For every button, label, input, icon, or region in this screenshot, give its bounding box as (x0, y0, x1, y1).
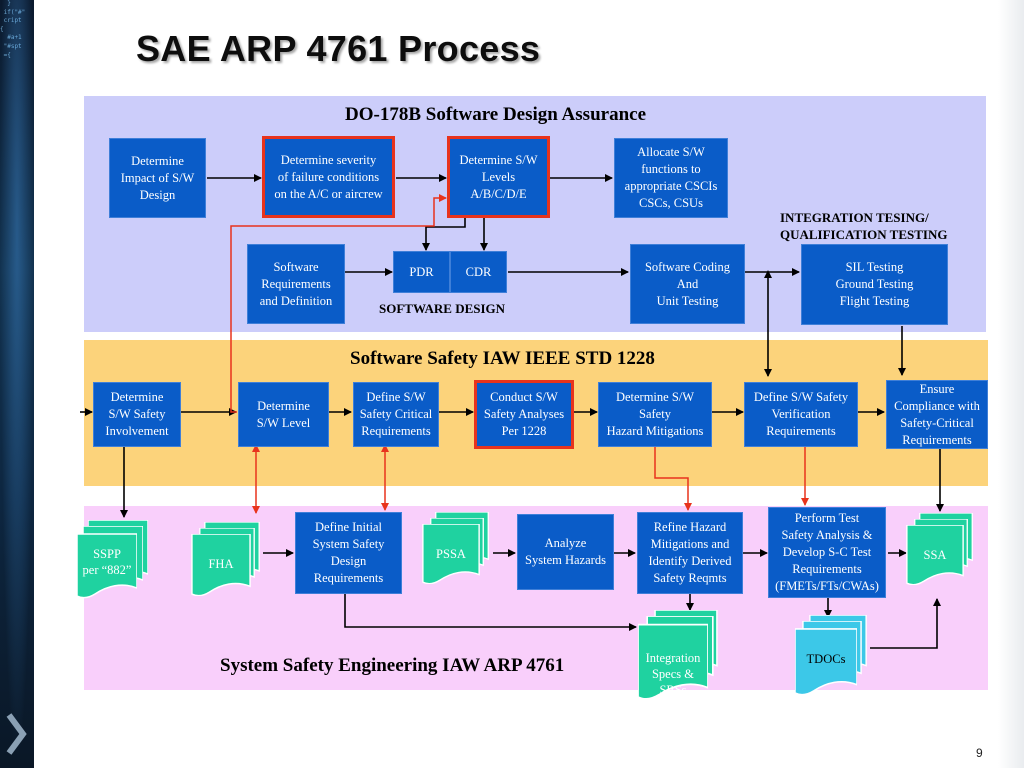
cdr-box: CDR (450, 251, 507, 293)
integration-specs-label: Integration Specs & SRSs (645, 651, 701, 697)
ieee-title: Software Safety IAW IEEE STD 1228 (350, 348, 655, 369)
slide-edge (998, 0, 1024, 768)
do178-title: DO-178B Software Design Assurance (345, 104, 647, 125)
software-requirements-box: Software Requirements and Definition (247, 244, 345, 324)
sspp-label: SSPP per “882” (82, 547, 132, 577)
analyze-system-hazards-box: Analyze System Hazards (517, 514, 614, 590)
define-initial-safety-box: Define Initial System Safety Design Requ… (295, 512, 402, 594)
chevron-right-icon (6, 713, 27, 755)
define-sw-safety-critical-box: Define S/W Safety Critical Requirements (353, 382, 439, 447)
sil-testing-box: SIL Testing Ground Testing Flight Testin… (801, 244, 948, 325)
determine-severity-box: Determine severity of failure conditions… (262, 136, 395, 218)
page-title: SAE ARP 4761 Process (136, 28, 541, 69)
arp-title: System Safety Engineering IAW ARP 4761 (220, 655, 565, 676)
determine-sw-level-box: Determine S/W Level (238, 382, 329, 447)
determine-sw-levels-box: Determine S/W Levels A/B/C/D/E (447, 136, 550, 218)
software-coding-box: Software Coding And Unit Testing (630, 244, 745, 324)
determine-sw-safety-involvement-box: Determine S/W Safety Involvement (93, 382, 181, 447)
ensure-compliance-box: Ensure Compliance with Safety-Critical R… (886, 380, 988, 449)
refine-hazard-mitigations-box: Refine Hazard Mitigations and Identify D… (637, 512, 743, 594)
fha-label: FHA (208, 557, 234, 571)
perform-test-safety-analysis-box: Perform Test Safety Analysis & Develop S… (768, 507, 886, 598)
ssa-label: SSA (923, 548, 947, 562)
allocate-sw-functions-box: Allocate S/W functions to appropriate CS… (614, 138, 728, 218)
integration-testing-label: INTEGRATION TESING/ QUALIFICATION TESTIN… (780, 210, 948, 242)
conduct-sw-safety-analyses-box: Conduct S/W Safety Analyses Per 1228 (474, 380, 574, 449)
software-design-label: SOFTWARE DESIGN (379, 301, 506, 316)
determine-hazard-mitigations-box: Determine S/W Safety Hazard Mitigations (598, 382, 712, 447)
tdocs-label: TDOCs (806, 652, 846, 666)
pdr-box: PDR (393, 251, 450, 293)
determine-impact-box: Determine Impact of S/W Design (109, 138, 206, 218)
pssa-label: PSSA (436, 547, 466, 561)
decorative-code-sidebar: } if("#" cript { #a+1 "#spt ={ (0, 0, 34, 768)
page-number: 9 (976, 746, 983, 760)
define-verification-requirements-box: Define S/W Safety Verification Requireme… (744, 382, 858, 447)
